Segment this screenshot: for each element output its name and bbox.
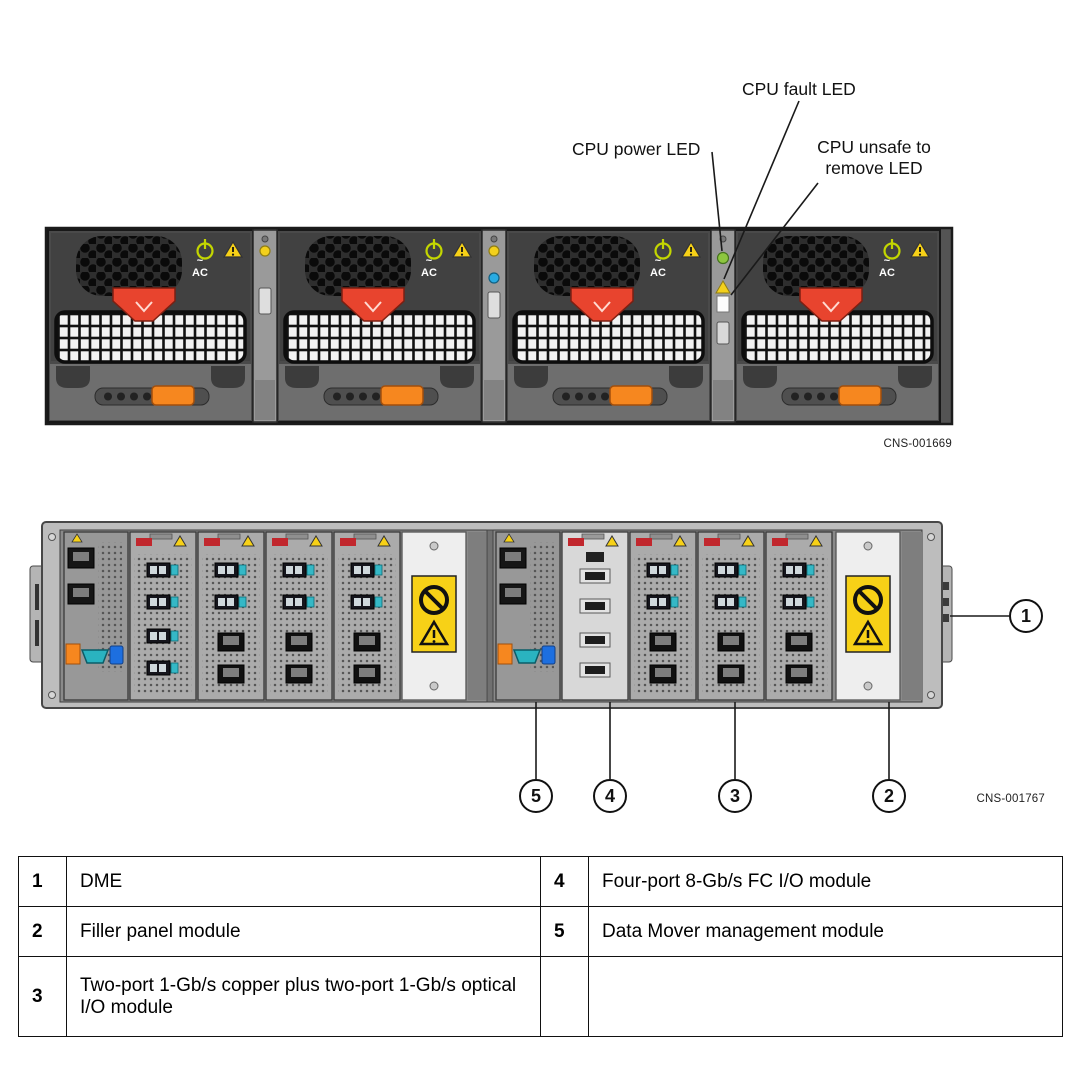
data-mover-management-module bbox=[495, 531, 561, 701]
legend-desc bbox=[588, 956, 1063, 1037]
legend-desc: Filler panel module bbox=[66, 906, 541, 957]
figure1-id: CNS-001669 bbox=[883, 438, 952, 450]
power-supply-module bbox=[504, 228, 713, 424]
io-module bbox=[130, 532, 196, 700]
callout-5-number: 5 bbox=[530, 785, 541, 806]
io-module bbox=[198, 532, 264, 700]
callout-2-number: 2 bbox=[883, 785, 894, 806]
led-strip bbox=[481, 229, 507, 423]
ac-tilde-label: ~ bbox=[197, 255, 204, 267]
ac-label: AC bbox=[879, 267, 895, 279]
cpu-power-led-label: CPU power LED bbox=[572, 139, 701, 159]
cpu-fault-led-label: CPU fault LED bbox=[742, 79, 856, 99]
ac-tilde-label: ~ bbox=[655, 255, 662, 267]
led-strip bbox=[252, 229, 278, 423]
legend-desc: Four-port 8-Gb/s FC I/O module bbox=[588, 856, 1063, 907]
callout-1: 1 bbox=[1009, 599, 1043, 633]
legend-num: 2 bbox=[18, 906, 67, 957]
filler-panel-module bbox=[400, 530, 468, 702]
legend-num: 1 bbox=[18, 856, 67, 907]
cpu-unsafe-led-label: CPU unsafe to remove LED bbox=[800, 137, 948, 179]
filler-panel-module bbox=[834, 530, 902, 702]
data-mover-management-module bbox=[63, 531, 129, 701]
callout-3-number: 3 bbox=[729, 785, 740, 806]
legend-num bbox=[540, 956, 589, 1037]
callout-4-number: 4 bbox=[604, 785, 615, 806]
legend-table: 1 DME 4 Four-port 8-Gb/s FC I/O module 2… bbox=[18, 856, 1063, 1037]
table-row: 1 DME 4 Four-port 8-Gb/s FC I/O module bbox=[18, 856, 1063, 907]
legend-desc: Data Mover management module bbox=[588, 906, 1063, 957]
legend-desc: Two-port 1-Gb/s copper plus two-port 1-G… bbox=[66, 956, 541, 1037]
ac-tilde-label: ~ bbox=[426, 255, 433, 267]
leader-line-cpu-unsafe bbox=[730, 182, 819, 296]
table-row: 2 Filler panel module 5 Data Mover manag… bbox=[18, 906, 1063, 957]
figure2-id: CNS-001767 bbox=[976, 793, 1045, 805]
callout-5: 5 bbox=[519, 779, 553, 813]
io-module bbox=[766, 532, 832, 700]
ac-label: AC bbox=[650, 267, 666, 279]
table-row: 3 Two-port 1-Gb/s copper plus two-port 1… bbox=[18, 956, 1063, 1037]
power-supply-module bbox=[46, 228, 255, 424]
power-supply-module bbox=[275, 228, 484, 424]
legend-num: 4 bbox=[540, 856, 589, 907]
fc-io-module bbox=[562, 532, 628, 700]
io-module bbox=[334, 532, 400, 700]
ac-label: AC bbox=[421, 267, 437, 279]
enclosure-front-figure: ~ AC ~ AC ~ AC ~ AC bbox=[44, 100, 954, 426]
enclosure-rear-figure bbox=[29, 521, 1009, 779]
copper-optical-io-module bbox=[698, 532, 764, 700]
io-module bbox=[630, 532, 696, 700]
ac-label: AC bbox=[192, 267, 208, 279]
power-supply-module bbox=[733, 228, 942, 424]
leader-line-cpu-fault bbox=[723, 100, 800, 280]
callout-3: 3 bbox=[718, 779, 752, 813]
legend-num: 5 bbox=[540, 906, 589, 957]
callout-1-number: 1 bbox=[1020, 605, 1031, 626]
cpu-unsafe-led-label-line2: remove LED bbox=[825, 158, 923, 178]
legend-desc: DME bbox=[66, 856, 541, 907]
ac-tilde-label: ~ bbox=[884, 255, 891, 267]
callout-4: 4 bbox=[593, 779, 627, 813]
io-module bbox=[266, 532, 332, 700]
cpu-unsafe-led-label-line1: CPU unsafe to bbox=[817, 137, 931, 157]
legend-num: 3 bbox=[18, 956, 67, 1037]
callout-2: 2 bbox=[872, 779, 906, 813]
cpu-led-strip bbox=[710, 229, 736, 423]
leader-line-cpu-power bbox=[711, 151, 723, 252]
